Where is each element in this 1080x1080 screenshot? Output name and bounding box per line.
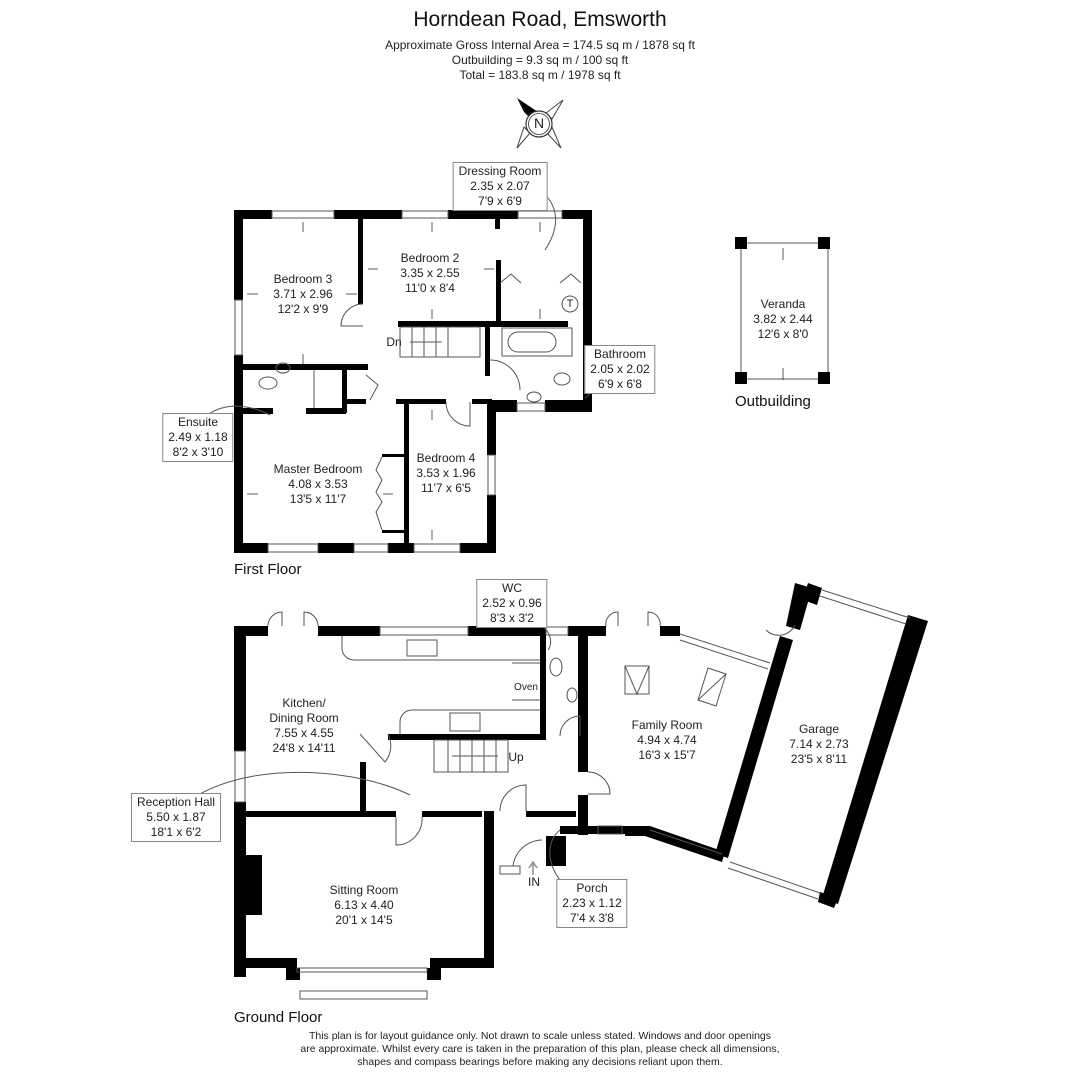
room-name: WC [501, 581, 522, 595]
room-metric: 2.52 x 0.96 [482, 596, 542, 610]
ground-floor-windows [234, 589, 911, 1000]
stairs-down-label: Dn [386, 335, 402, 349]
room-name: Veranda [760, 297, 806, 311]
room-imperial: 13'5 x 11'7 [289, 492, 347, 506]
outbuilding-area: Outbuilding = 9.3 sq m / 100 sq ft [451, 53, 629, 67]
oven-label: Oven [514, 682, 538, 693]
first-floor-walls [234, 210, 592, 553]
room-name-line-2: Dining Room [269, 711, 339, 725]
entrance-arrow-icon [528, 860, 538, 875]
room-label-porch: Porch 2.23 x 1.12 7'4 x 3'8 [556, 879, 628, 928]
room-name: Sitting Room [329, 883, 399, 897]
room-metric: 2.05 x 2.02 [590, 362, 650, 376]
room-label-dressing-room: Dressing Room 2.35 x 2.07 7'9 x 6'9 [452, 162, 548, 211]
room-label-reception-hall: Reception Hall 5.50 x 1.87 18'1 x 6'2 [130, 793, 222, 842]
room-label-veranda: Veranda 3.82 x 2.44 12'6 x 8'0 [753, 297, 812, 342]
room-name: Kitchen/ [282, 696, 326, 710]
room-name: Reception Hall [136, 795, 216, 809]
room-label-sitting-room: Sitting Room 6.13 x 4.40 20'1 x 14'5 [330, 883, 399, 928]
stairs-up-label: Up [508, 750, 524, 764]
room-imperial: 18'1 x 6'2 [150, 825, 202, 839]
room-metric: 4.94 x 4.74 [637, 733, 697, 747]
room-imperial: 8'3 x 3'2 [490, 611, 534, 625]
first-floor-fixtures [199, 184, 601, 531]
room-name: Bedroom 2 [400, 251, 460, 265]
room-label-bedroom-3: Bedroom 3 3.71 x 2.96 12'2 x 9'9 [273, 272, 332, 317]
first-floor-windows [234, 210, 563, 553]
room-label-bedroom-4: Bedroom 4 3.53 x 1.96 11'7 x 6'5 [416, 451, 475, 496]
room-imperial: 24'8 x 14'11 [272, 741, 336, 755]
room-name: Master Bedroom [273, 462, 363, 476]
room-name: Bathroom [593, 347, 647, 361]
room-label-family-room: Family Room 4.94 x 4.74 16'3 x 15'7 [632, 718, 703, 763]
room-imperial: 11'7 x 6'5 [421, 481, 471, 495]
veranda-drawing [735, 237, 830, 384]
room-label-wc: WC 2.52 x 0.96 8'3 x 3'2 [476, 579, 548, 628]
room-metric: 3.82 x 2.44 [753, 312, 813, 326]
room-metric: 7.14 x 2.73 [789, 737, 849, 751]
room-metric: 3.35 x 2.55 [400, 266, 460, 280]
room-imperial: 7'9 x 6'9 [478, 194, 522, 208]
room-metric: 3.71 x 2.96 [273, 287, 333, 301]
ground-floor-label: Ground Floor [234, 1009, 323, 1026]
room-metric: 3.53 x 1.96 [416, 466, 476, 480]
room-imperial: 20'1 x 14'5 [335, 913, 393, 927]
room-imperial: 12'2 x 9'9 [277, 302, 329, 316]
room-name: Garage [798, 722, 840, 736]
room-metric: 7.55 x 4.55 [274, 726, 334, 740]
room-metric: 5.50 x 1.87 [146, 810, 206, 824]
room-name: Dressing Room [458, 164, 542, 178]
room-name: Ensuite [177, 415, 219, 429]
room-label-ensuite: Ensuite 2.49 x 1.18 8'2 x 3'10 [162, 413, 234, 462]
room-imperial: 6'9 x 6'8 [598, 377, 642, 391]
garage-walls [786, 583, 928, 908]
room-imperial: 23'5 x 8'11 [790, 752, 848, 766]
room-label-master-bedroom: Master Bedroom 4.08 x 3.53 13'5 x 11'7 [274, 462, 363, 507]
room-imperial: 8'2 x 3'10 [172, 445, 224, 459]
room-imperial: 16'3 x 15'7 [638, 748, 696, 762]
first-floor-dimension-arrows [247, 222, 541, 540]
room-imperial: 11'0 x 8'4 [405, 281, 455, 295]
room-imperial: 12'6 x 8'0 [757, 327, 809, 341]
room-label-kitchen-dining: Kitchen/ Dining Room 7.55 x 4.55 24'8 x … [269, 696, 338, 756]
ground-floor-walls [234, 626, 725, 980]
tank-label: T [566, 298, 574, 310]
room-name: Bedroom 4 [416, 451, 476, 465]
disclaimer-line: shapes and compass bearings before makin… [357, 1056, 723, 1068]
plan-title: Horndean Road, Emsworth [413, 8, 667, 31]
room-label-bedroom-2: Bedroom 2 3.35 x 2.55 11'0 x 8'4 [400, 251, 459, 296]
room-label-bathroom: Bathroom 2.05 x 2.02 6'9 x 6'8 [584, 345, 656, 394]
outbuilding-label: Outbuilding [735, 393, 811, 410]
room-metric: 2.23 x 1.12 [562, 896, 622, 910]
room-imperial: 7'4 x 3'8 [570, 911, 614, 925]
disclaimer-line: This plan is for layout guidance only. N… [308, 1030, 772, 1042]
compass-north-label: N [533, 115, 545, 131]
disclaimer: This plan is for layout guidance only. N… [0, 1030, 1080, 1069]
disclaimer-line: are approximate. Whilst every care is ta… [300, 1043, 780, 1055]
room-metric: 6.13 x 4.40 [334, 898, 394, 912]
room-metric: 2.35 x 2.07 [470, 179, 530, 193]
room-metric: 2.49 x 1.18 [168, 430, 228, 444]
first-floor-label: First Floor [234, 561, 302, 578]
room-name: Porch [576, 881, 608, 895]
gross-internal-area: Approximate Gross Internal Area = 174.5 … [385, 38, 695, 52]
entrance-label: IN [528, 875, 540, 889]
room-name: Family Room [631, 718, 703, 732]
ground-floor-fixtures [197, 611, 796, 881]
family-garage-wall [715, 636, 793, 858]
total-area: Total = 183.8 sq m / 1978 sq ft [459, 68, 621, 82]
room-metric: 4.08 x 3.53 [288, 477, 348, 491]
room-name: Bedroom 3 [273, 272, 333, 286]
room-label-garage: Garage 7.14 x 2.73 23'5 x 8'11 [789, 722, 848, 767]
north-compass-icon [516, 98, 564, 149]
